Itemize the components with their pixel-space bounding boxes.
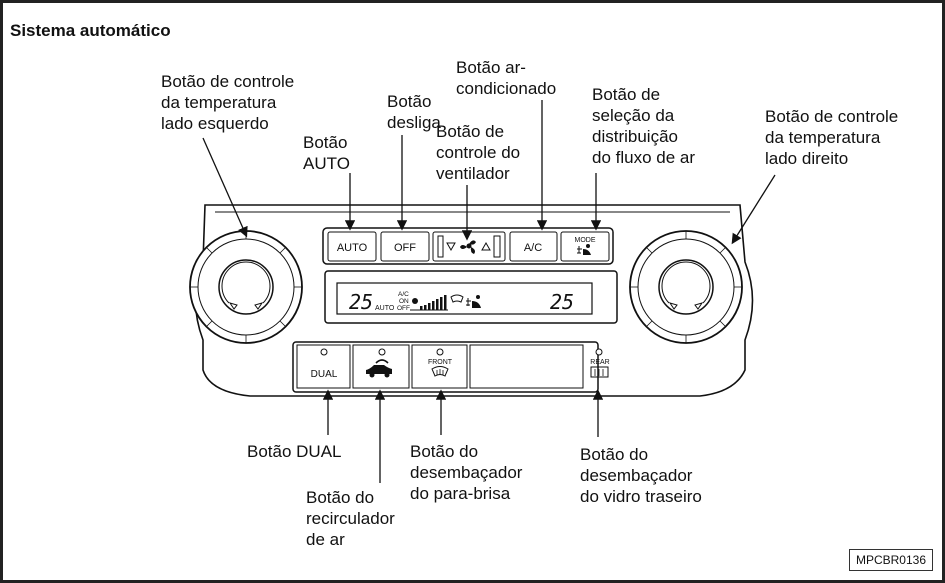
figure-code: MPCBR0136: [848, 549, 933, 571]
lcd-airflow-icon: [466, 295, 481, 308]
ac-button[interactable]: A/C: [509, 231, 558, 262]
fan-icon: [460, 240, 476, 254]
dual-button[interactable]: DUAL: [296, 344, 351, 389]
label-temp-right: Botão de controle da temperatura lado di…: [765, 107, 899, 168]
svg-text:REAR: REAR: [590, 359, 609, 366]
windshield-defrost-icon: [431, 366, 449, 377]
lcd-on: ON: [399, 298, 409, 305]
svg-text:FRONT: FRONT: [428, 359, 453, 366]
auto-button[interactable]: AUTO: [327, 231, 377, 262]
off-button[interactable]: OFF: [380, 231, 430, 262]
rear-defrost-button[interactable]: REAR: [590, 348, 610, 378]
lcd-auto: AUTO: [375, 305, 395, 312]
lcd-defrost-icon: [450, 294, 464, 303]
lcd-ac: A/C: [398, 291, 409, 298]
lcd-display: 25 AUTO A/C ON OFF 25: [349, 290, 574, 314]
lcd-off: OFF: [397, 305, 410, 312]
svg-text:AUTO: AUTO: [337, 242, 368, 254]
label-rear-defrost: Botão do desembaçador do vidro traseiro: [580, 445, 702, 506]
lcd-fan-bars: [410, 295, 448, 311]
label-off: Botão desliga: [387, 92, 441, 132]
label-recirc: Botão do recirculador de ar: [306, 488, 395, 549]
fan-control-button[interactable]: [432, 231, 506, 262]
lcd-temp-left: 25: [349, 290, 373, 314]
svg-text:OFF: OFF: [394, 242, 416, 254]
label-auto: Botão AUTO: [303, 133, 350, 173]
recirculation-button[interactable]: [352, 344, 410, 389]
car-recirc-icon: [366, 359, 392, 378]
temp-right-knob[interactable]: [629, 230, 743, 344]
mode-button[interactable]: MODE: [560, 231, 610, 262]
svg-text:A/C: A/C: [524, 242, 542, 254]
figure-title: Sistema automático: [10, 21, 171, 40]
front-defrost-button[interactable]: FRONT: [411, 344, 468, 389]
label-mode: Botão de seleção da distribuição do flux…: [592, 85, 696, 167]
leader-lines: [202, 100, 776, 483]
label-ac: Botão ar- condicionado: [456, 58, 557, 98]
airflow-icon: [577, 244, 591, 255]
label-temp-left: Botão de controle da temperatura lado es…: [161, 72, 295, 133]
svg-text:DUAL: DUAL: [311, 369, 338, 380]
label-front-defrost: Botão do desembaçador do para-brisa: [410, 442, 523, 503]
label-dual: Botão DUAL: [247, 442, 342, 461]
lcd-temp-right: 25: [550, 290, 574, 314]
rear-window-defrost-icon: [590, 366, 609, 378]
temp-left-knob[interactable]: [189, 230, 303, 344]
label-fan: Botão de controle do ventilador: [436, 122, 521, 183]
svg-text:MODE: MODE: [575, 237, 596, 244]
